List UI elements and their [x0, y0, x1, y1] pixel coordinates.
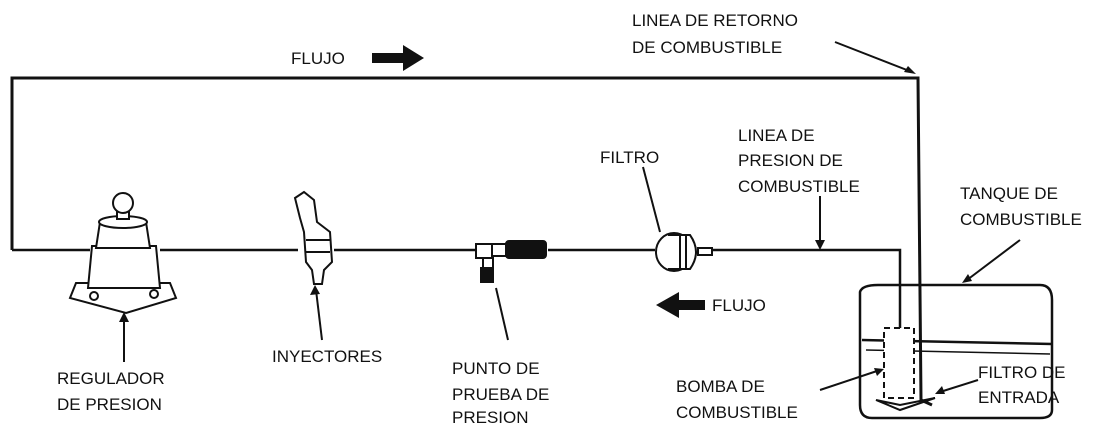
pump-label: BOMBA DE COMBUSTIBLE	[676, 377, 798, 422]
test-point-label: PUNTO DE PRUEBA DE PRESION	[452, 359, 554, 425]
fuel-pump-icon	[875, 327, 936, 412]
flow-arrow-left	[656, 292, 705, 318]
tank-label: TANQUE DE COMBUSTIBLE	[960, 184, 1082, 229]
leader-arrowheads	[119, 66, 972, 394]
pressure-line-label: LINEA DE PRESION DE COMBUSTIBLE	[738, 126, 860, 196]
flow-top-label: FLUJO	[291, 49, 345, 68]
fuel-filter-icon	[655, 232, 713, 272]
injectors-label: INYECTORES	[272, 347, 382, 366]
test-point-fitting-icon	[475, 240, 547, 283]
filter-label: FILTRO	[600, 148, 659, 167]
flow-arrow-right	[372, 45, 424, 71]
regulator-label: REGULADOR DE PRESION	[57, 369, 169, 414]
return-line-label: LINEA DE RETORNO DE COMBUSTIBLE	[632, 11, 803, 57]
leader-lines	[123, 41, 1021, 393]
inlet-filter-label: FILTRO DE ENTRADA	[978, 363, 1070, 407]
injector-icon	[293, 190, 334, 285]
pressure-regulator-icon	[68, 192, 178, 315]
pressure-line	[12, 248, 902, 330]
flow-bottom-label: FLUJO	[712, 296, 766, 315]
